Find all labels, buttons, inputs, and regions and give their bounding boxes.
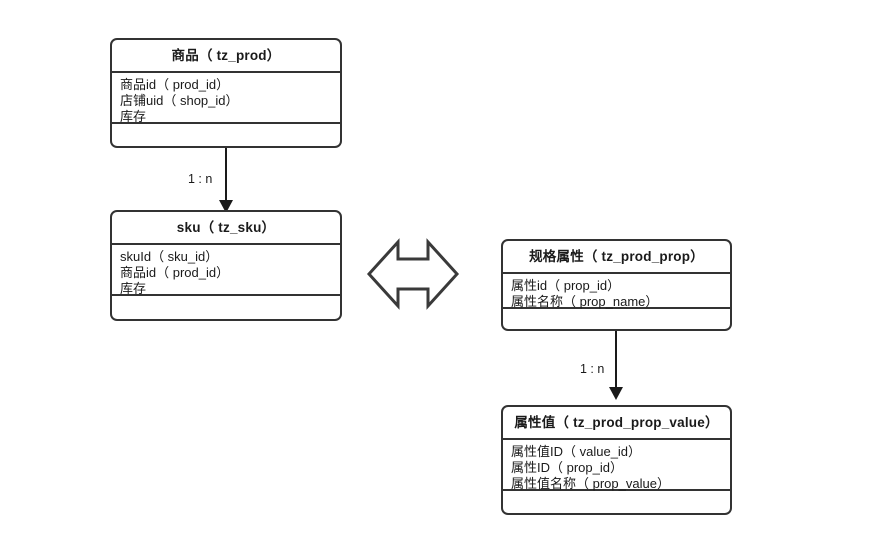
entity-attributes: 商品id（ prod_id） 店铺uid（ shop_id） 库存 (112, 73, 340, 124)
attribute-row: 店铺uid（ shop_id） (120, 92, 239, 108)
relation-prod-sku: 1 : n (188, 148, 260, 214)
attribute-row: 属性ID（ prop_id） (511, 459, 623, 475)
relation-prop-propvalue: 1 : n (580, 331, 650, 404)
attribute-row: 商品id（ prod_id） (120, 76, 230, 92)
arrowhead-icon (219, 200, 233, 213)
attribute-row: 库存 (120, 108, 147, 124)
attribute-row: skuId（ sku_id） (120, 248, 219, 264)
entity-attributes: skuId（ sku_id） 商品id（ prod_id） 库存 (112, 245, 340, 296)
entity-tz-prod-prop-value[interactable]: 属性值（ tz_prod_prop_value） 属性值ID（ value_id… (501, 405, 732, 515)
attribute-row: 属性名称（ prop_name） (511, 293, 659, 309)
entity-tz-prod-prop[interactable]: 规格属性（ tz_prod_prop） 属性id（ prop_id） 属性名称（… (501, 239, 732, 331)
relation-cardinality-label: 1 : n (188, 172, 213, 186)
attribute-row: 商品id（ prod_id） (120, 264, 230, 280)
attribute-row: 属性值名称（ prop_value） (511, 475, 670, 491)
entity-attributes: 属性id（ prop_id） 属性名称（ prop_name） (503, 274, 730, 309)
connector-line (615, 331, 617, 389)
entity-attributes: 属性值ID（ value_id） 属性ID（ prop_id） 属性值名称（ p… (503, 440, 730, 491)
entity-tz-prod[interactable]: 商品（ tz_prod） 商品id（ prod_id） 店铺uid（ shop_… (110, 38, 342, 148)
attribute-row: 属性值ID（ value_id） (511, 443, 642, 459)
arrowhead-icon (609, 387, 623, 400)
attribute-row: 库存 (120, 280, 147, 296)
entity-header: 属性值（ tz_prod_prop_value） (503, 407, 730, 440)
entity-tz-sku[interactable]: sku（ tz_sku） skuId（ sku_id） 商品id（ prod_i… (110, 210, 342, 321)
entity-header: 规格属性（ tz_prod_prop） (503, 241, 730, 274)
relation-cardinality-label: 1 : n (580, 362, 605, 376)
entity-header: 商品（ tz_prod） (112, 40, 340, 73)
attribute-row: 属性id（ prop_id） (511, 277, 621, 293)
entity-header: sku（ tz_sku） (112, 212, 340, 245)
connector-line (225, 148, 227, 202)
double-arrow-left-right-icon (366, 238, 460, 310)
